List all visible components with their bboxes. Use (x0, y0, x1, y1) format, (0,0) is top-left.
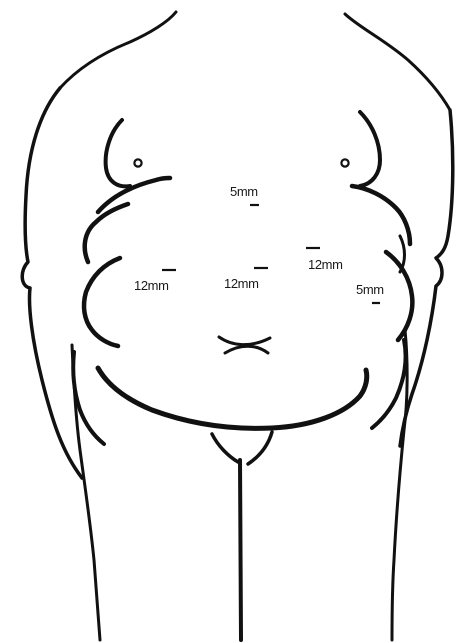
center-thigh-line (240, 460, 241, 640)
torso-outline (22, 12, 453, 640)
port-right-lateral-label: 5mm (356, 282, 384, 297)
right-waist-fold (386, 252, 412, 340)
groin-left (212, 434, 238, 462)
groin-right (248, 432, 272, 464)
left-neck-line (60, 12, 176, 88)
left-torso-side (22, 88, 82, 478)
port-sites: 5mm 12mm 12mm 12mm 5mm (134, 184, 384, 303)
port-right-upper-label: 12mm (308, 257, 343, 272)
left-waist-fold (84, 258, 120, 346)
port-upper-midline-label: 5mm (230, 184, 258, 199)
left-nipple-icon (134, 159, 141, 166)
right-chest-curve (360, 112, 380, 186)
port-right-upper: 12mm (306, 248, 343, 272)
right-nipple-icon (341, 159, 348, 166)
port-right-lateral: 5mm (356, 282, 384, 303)
left-chest-curve (106, 120, 130, 186)
left-chest-underline (98, 178, 170, 212)
lower-abdomen-fold (98, 368, 367, 428)
port-central-label: 12mm (224, 276, 259, 291)
port-central: 12mm (224, 268, 268, 291)
right-hip-fold (372, 340, 406, 428)
port-left-lateral-label: 12mm (134, 278, 169, 293)
port-upper-midline: 5mm (230, 184, 259, 205)
right-neck-line (345, 14, 450, 110)
umbilicus-icon (219, 337, 270, 353)
left-upper-fold (85, 204, 128, 262)
port-left-lateral: 12mm (134, 270, 176, 293)
